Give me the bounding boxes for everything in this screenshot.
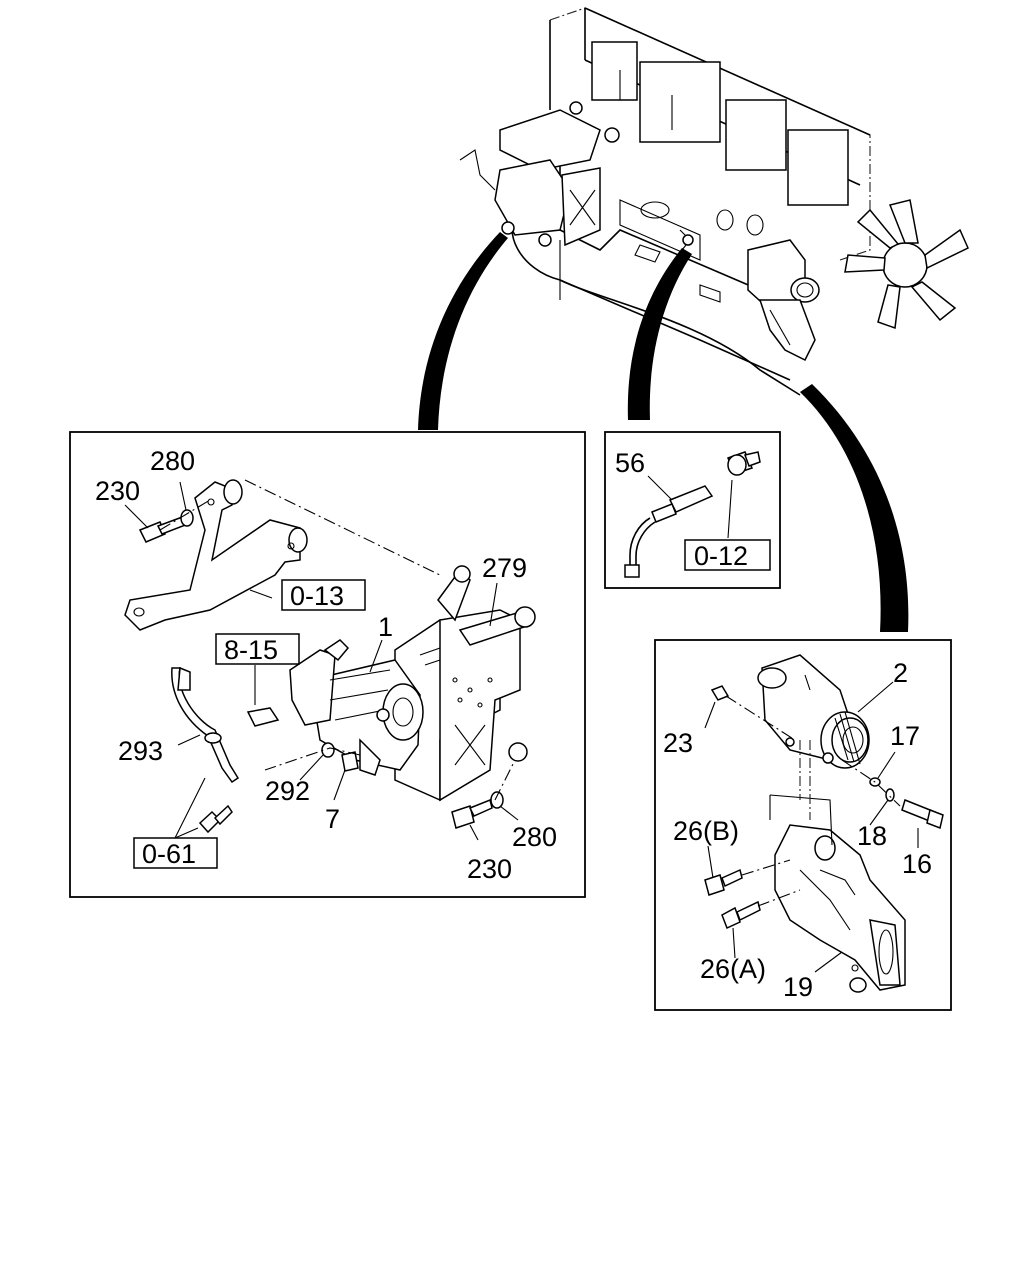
cooling-fan <box>844 199 969 330</box>
adapter-fitting <box>727 451 761 476</box>
bolt-230-upper <box>138 515 189 543</box>
harness-clip <box>246 707 280 727</box>
nut-23 <box>710 685 730 701</box>
leader-curve-starter <box>418 232 508 430</box>
ref-label-0-12: 0-12 <box>694 541 748 571</box>
callout-16: 16 <box>902 849 932 879</box>
alternator-bracket <box>774 824 906 993</box>
nut-7 <box>341 751 359 772</box>
starter-upper-bracket <box>124 479 308 631</box>
callout-280-upper: 280 <box>150 446 195 476</box>
alternator <box>757 654 870 769</box>
bolt-16 <box>901 798 944 830</box>
ref-box-0-13 <box>281 579 366 611</box>
starter-panel: 280 230 279 1 293 292 7 280 230 0-13 8-1… <box>69 431 586 898</box>
callout-230-upper: 230 <box>95 476 140 506</box>
callout-230-lower: 230 <box>467 854 512 884</box>
alternator-panel: 2 23 17 18 16 26(B) 26(A) 19 <box>654 639 952 1011</box>
callout-17: 17 <box>890 721 920 751</box>
callout-292: 292 <box>265 776 310 806</box>
starter-motor <box>289 639 424 776</box>
callout-279: 279 <box>482 553 527 583</box>
sensor-56 <box>624 485 714 578</box>
starter-main-bracket <box>394 565 536 802</box>
callout-1: 1 <box>378 612 393 642</box>
callout-293: 293 <box>118 736 163 766</box>
washer-280-lower <box>490 791 504 809</box>
engine-overview <box>418 7 969 632</box>
bolt-lower-left <box>198 804 233 834</box>
bolt-230-lower <box>451 798 493 829</box>
washer-18 <box>885 788 895 802</box>
washer-280-upper <box>180 509 194 527</box>
sensor-panel: 56 0-12 <box>604 431 781 589</box>
callout-23: 23 <box>663 728 693 758</box>
callout-26b: 26(B) <box>673 816 739 846</box>
ref-box-0-12 <box>684 539 771 571</box>
callout-19: 19 <box>783 972 813 1002</box>
ref-box-0-61 <box>133 837 218 869</box>
callout-18: 18 <box>857 821 887 851</box>
callout-56: 56 <box>615 448 645 478</box>
leader-curve-alternator <box>800 384 909 632</box>
bolt-26b <box>704 868 743 896</box>
leader-curve-sensor <box>627 248 692 420</box>
callout-26a: 26(A) <box>700 954 766 984</box>
ref-box-8-15 <box>215 633 300 665</box>
ref-label-8-15: 8-15 <box>224 635 278 665</box>
callout-2: 2 <box>893 658 908 688</box>
bolt-26a <box>721 900 761 930</box>
cable-293 <box>171 666 240 784</box>
washer-292 <box>321 742 335 758</box>
ref-label-0-61: 0-61 <box>142 839 196 869</box>
callout-7: 7 <box>325 804 340 834</box>
ref-label-0-13: 0-13 <box>290 581 344 611</box>
callout-280-lower: 280 <box>512 822 557 852</box>
